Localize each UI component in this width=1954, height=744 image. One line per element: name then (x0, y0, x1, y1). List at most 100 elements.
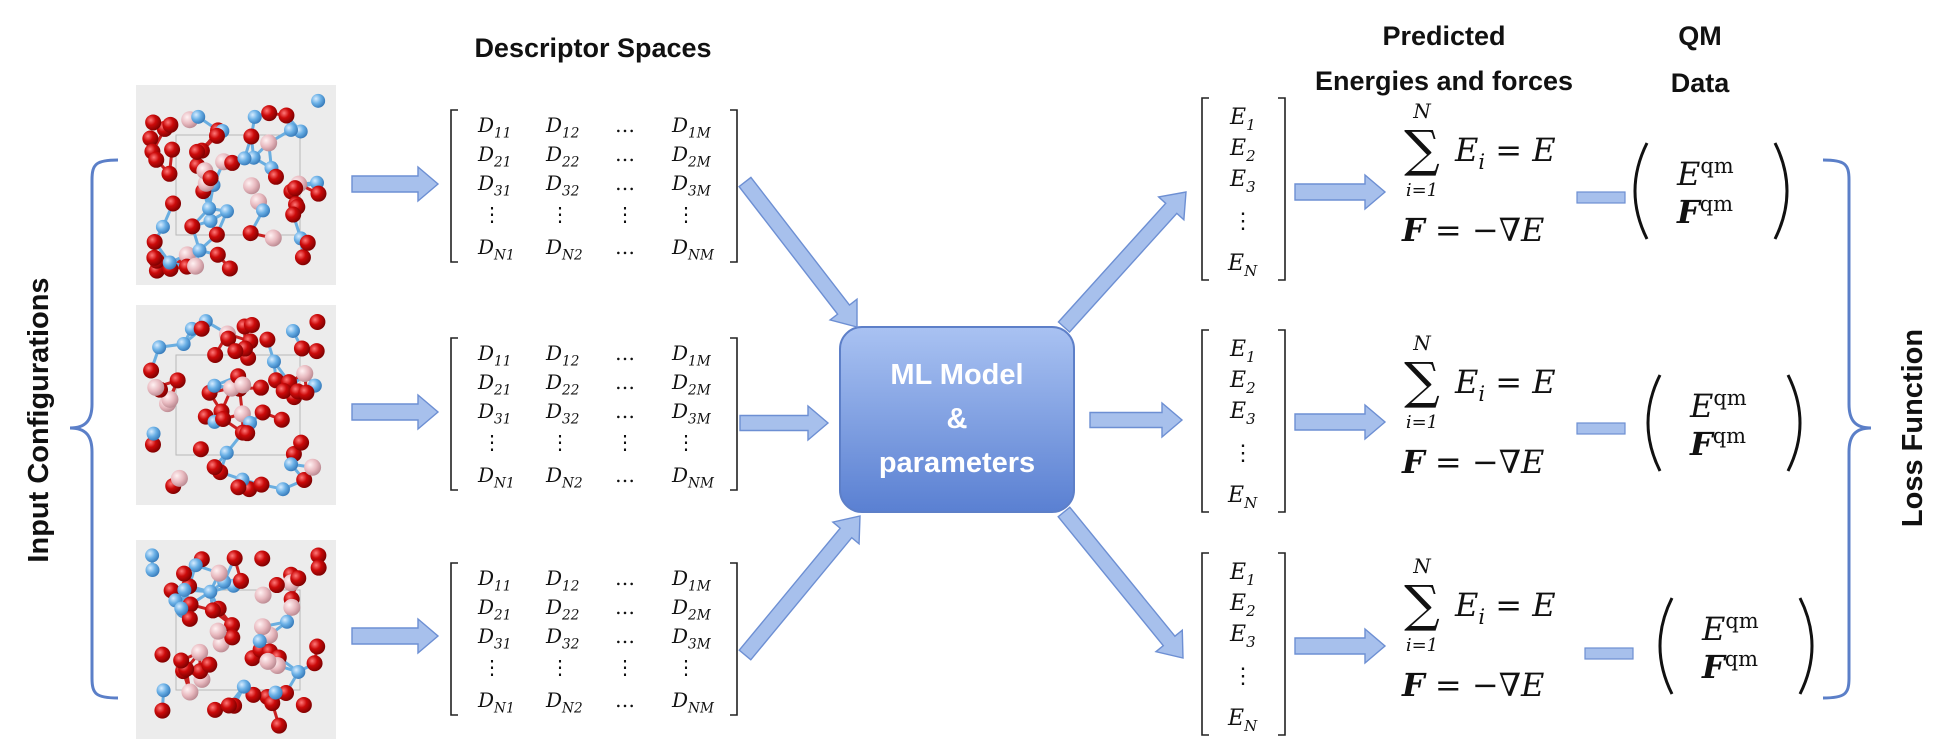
matrix-right-bracket (730, 563, 737, 715)
red-atom (243, 225, 259, 241)
red-atom (165, 196, 181, 212)
input-configurations-label: Input Configurations (23, 277, 55, 562)
matrix-entry: DN1 (477, 235, 515, 264)
red-atom (290, 570, 306, 586)
sum-equation: Ei = E (1454, 131, 1556, 174)
energy-e2: E2 (1229, 368, 1256, 397)
loss-brace (1823, 160, 1871, 698)
matrix-entry: D21 (477, 595, 511, 624)
red-atom (294, 340, 310, 356)
sum-equation: Ei = E (1454, 363, 1556, 406)
qm-force: Fqm (1689, 424, 1746, 463)
matrix-hdots: … (615, 688, 635, 712)
qm-header-line2: Data (1671, 68, 1731, 98)
red-atom (154, 647, 170, 663)
sum-lower-limit: i=1 (1406, 412, 1438, 433)
matrix-entry: DN2 (545, 235, 583, 264)
matrix-entry: DNM (671, 235, 715, 264)
blue-atom (286, 324, 300, 338)
matrix-entry: D31 (477, 399, 511, 428)
red-atom (221, 698, 237, 714)
right-arrow-icon (1295, 175, 1385, 209)
blue-atom (256, 203, 270, 217)
red-atom (287, 180, 303, 196)
qm-right-paren (1800, 598, 1812, 694)
matrix-entry: DN1 (477, 688, 515, 717)
matrix-hdots: … (615, 595, 635, 619)
matrix-entry: D12 (545, 113, 579, 142)
energy-e3: E3 (1229, 622, 1256, 651)
matrix-hdots: … (615, 399, 635, 423)
energy-e3: E3 (1229, 399, 1256, 428)
red-atom (271, 718, 287, 734)
predicted-header-line1: Predicted (1382, 21, 1505, 51)
red-atom (268, 169, 284, 185)
blue-atom (152, 340, 166, 354)
blue-atom (192, 243, 206, 257)
predicted-header-line2: Energies and forces (1315, 66, 1573, 96)
pink-atom (304, 459, 321, 476)
energy-en: EN (1227, 483, 1258, 512)
matrix-vdots: ⋮ (482, 655, 502, 679)
sum-lower-limit: i=1 (1406, 635, 1438, 656)
red-atom (209, 128, 225, 144)
red-atom (215, 411, 231, 427)
matrix-vdots: ⋮ (676, 655, 696, 679)
pink-atom (259, 653, 276, 670)
blue-atom (269, 686, 283, 700)
blue-atom (220, 446, 234, 460)
energy-e2: E2 (1229, 591, 1256, 620)
red-atom (205, 602, 221, 618)
energy-vdots: ⋮ (1232, 664, 1254, 689)
matrix-entry: D32 (545, 171, 579, 200)
red-atom (210, 247, 226, 263)
right-arrow-icon (1051, 181, 1198, 339)
matrix-entry: D3M (671, 624, 712, 653)
blue-atom (156, 220, 170, 234)
energy-e1: E1 (1229, 560, 1256, 589)
sum-symbol: ∑ (1404, 575, 1440, 633)
blue-atom (203, 214, 217, 228)
matrix-entry: D2M (671, 370, 712, 399)
red-atom (147, 234, 163, 250)
red-atom (307, 655, 323, 671)
red-atom (309, 314, 325, 330)
difference-dash (1577, 192, 1625, 203)
blue-atom (267, 354, 281, 368)
red-atom (143, 363, 159, 379)
blue-atom (174, 602, 188, 616)
energy-force-equations: N∑i=1Ei = EF = −∇E (1401, 331, 1556, 481)
qm-force: Fqm (1701, 647, 1758, 686)
blue-atom (253, 634, 267, 648)
red-atom (261, 105, 277, 121)
pink-atom (181, 684, 198, 701)
red-atom (298, 385, 314, 401)
blue-atom (237, 680, 251, 694)
red-atom (255, 404, 271, 420)
energy-e1: E1 (1229, 337, 1256, 366)
blue-atom (276, 482, 290, 496)
blue-atom (284, 123, 298, 137)
red-atom (254, 550, 270, 566)
matrix-hdots: … (615, 463, 635, 487)
red-atom (154, 703, 170, 719)
matrix-vdots: ⋮ (550, 655, 570, 679)
blue-atom (177, 583, 191, 597)
energy-en: EN (1227, 706, 1258, 735)
blue-atom (291, 665, 305, 679)
pink-atom (260, 134, 277, 151)
matrix-entry: D12 (545, 566, 579, 595)
matrix-left-bracket (451, 563, 458, 715)
right-arrow-icon (732, 505, 873, 666)
ml-model-parameters: parameters (879, 447, 1035, 479)
matrix-entry: D2M (671, 595, 712, 624)
sum-symbol: ∑ (1404, 120, 1440, 178)
qm-energy: Eqm (1689, 386, 1747, 425)
red-atom (184, 218, 200, 234)
matrix-hdots: … (615, 142, 635, 166)
red-atom (309, 343, 325, 359)
matrix-entry: DNM (671, 463, 715, 492)
